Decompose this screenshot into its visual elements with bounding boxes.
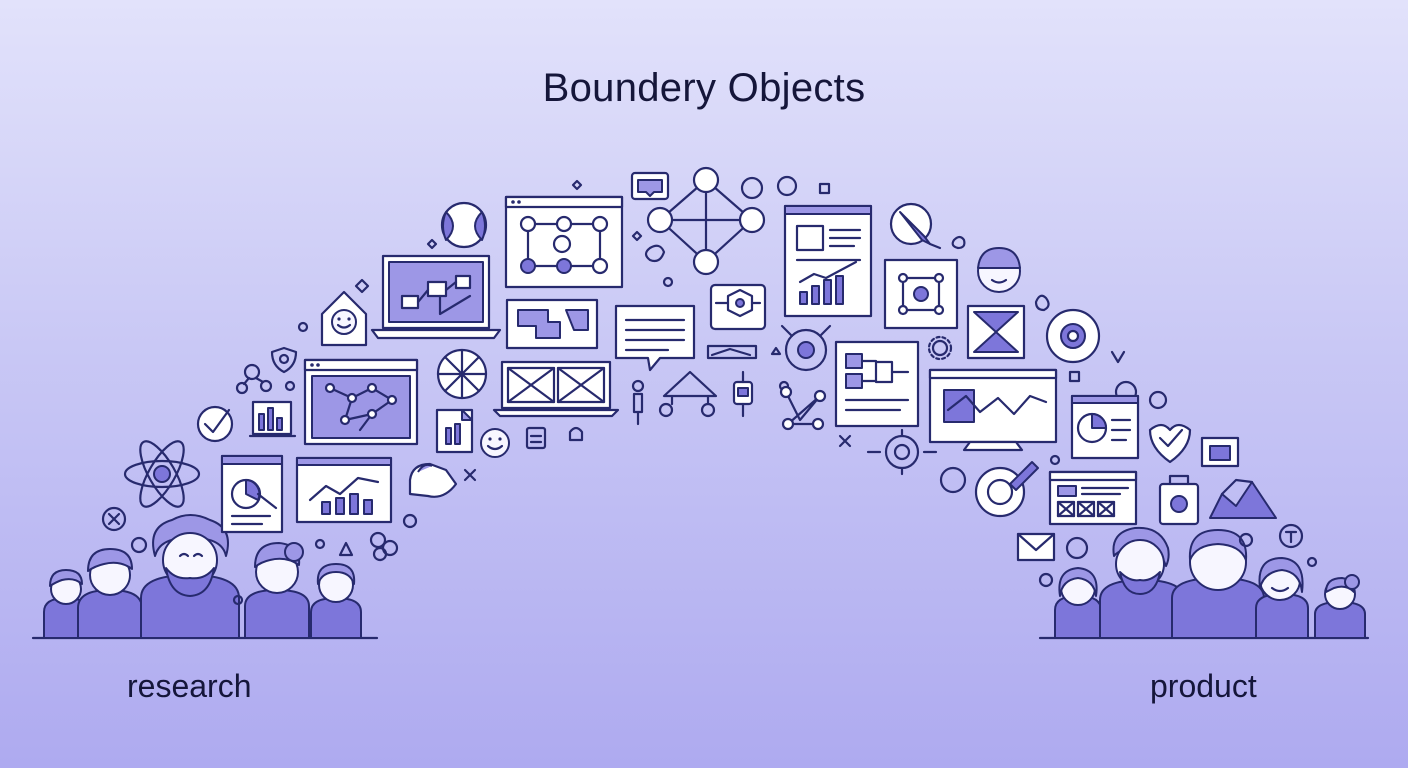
- heart-icon: [1148, 390, 1168, 410]
- bag-icon: [568, 426, 584, 442]
- person-icon: [1255, 557, 1309, 639]
- sparkle-icon: [631, 230, 643, 242]
- flask-icon: [338, 541, 354, 557]
- hourglass-icon: [966, 304, 1026, 360]
- network-graph-icon: [644, 166, 798, 276]
- research-people-group: [31, 514, 379, 640]
- chart-document-icon: [435, 408, 474, 454]
- dot-icon: [1049, 454, 1061, 466]
- node-graph-icon: [779, 385, 827, 431]
- compass-icon: [889, 202, 942, 250]
- growth-chart-icon: [295, 456, 393, 524]
- crosshair-icon: [866, 428, 938, 476]
- sparkle-icon: [770, 346, 782, 356]
- wireframe-browser-icon: [1048, 470, 1138, 526]
- dot-icon: [402, 513, 418, 529]
- gear-icon: [927, 335, 953, 361]
- message-document-icon: [614, 304, 696, 372]
- person-icon: [1314, 574, 1366, 639]
- dot-icon: [297, 321, 309, 333]
- dot-icon: [662, 276, 674, 288]
- shield-icon: [270, 346, 298, 374]
- shield-check-icon: [1148, 423, 1192, 464]
- product-people-group: [1038, 526, 1370, 640]
- person-icon: [1099, 526, 1185, 639]
- framed-node-icon: [883, 258, 959, 330]
- helmet-face-icon: [977, 247, 1021, 293]
- boundary-objects-arch: [101, 166, 1318, 606]
- flow-document-icon: [834, 340, 920, 428]
- sparkle-icon: [426, 238, 438, 250]
- target-pen-icon: [974, 461, 1039, 518]
- dot-icon: [232, 594, 244, 606]
- puzzle-icon: [505, 298, 599, 350]
- mask-icon: [939, 466, 967, 494]
- molecule-icon: [709, 283, 767, 331]
- browser-network-icon: [303, 358, 419, 446]
- sparkline-card-icon: [706, 344, 758, 360]
- dot-icon: [284, 380, 296, 392]
- monitor-chart-icon: [928, 368, 1058, 452]
- product-label: product: [1150, 668, 1257, 704]
- close-circle-icon: [101, 506, 127, 532]
- person-figure-icon: [631, 379, 645, 426]
- sparkle-icon: [354, 278, 370, 294]
- network-icon: [235, 363, 273, 395]
- home-smile-icon: [320, 290, 368, 347]
- report-chart-icon: [783, 204, 873, 318]
- hand-icon: [1034, 294, 1050, 312]
- person-icon: [1054, 567, 1102, 639]
- creature-icon: [408, 462, 458, 498]
- square-icon: [818, 182, 831, 195]
- shield-icon: [1065, 536, 1089, 560]
- cluster-icon: [369, 531, 399, 562]
- device-icon: [525, 426, 547, 450]
- settings-document-icon: [1070, 394, 1140, 460]
- envelope-icon: [1016, 532, 1056, 562]
- laptop-flowchart-icon: [370, 254, 502, 340]
- diagram-title: Boundery Objects: [542, 66, 866, 110]
- dot-icon: [1238, 532, 1254, 548]
- close-icon: [838, 434, 852, 448]
- globe-icon: [440, 201, 488, 249]
- person-icon: [140, 514, 240, 639]
- check-circle-icon: [196, 405, 234, 443]
- frame-icon: [1200, 436, 1240, 468]
- tree-diagram-icon: [658, 370, 718, 418]
- hand-icon: [1110, 350, 1126, 364]
- mountain-chart-icon: [1209, 478, 1277, 519]
- atom-icon: [123, 440, 201, 508]
- radar-icon: [1045, 308, 1101, 364]
- laptop-wireframe-icon: [492, 360, 620, 418]
- dot-icon: [1306, 556, 1318, 568]
- target-icon: [780, 324, 832, 372]
- plug-icon: [732, 370, 754, 418]
- square-icon: [1068, 370, 1081, 383]
- browser-diagram-icon: [504, 195, 624, 289]
- dot-icon: [1038, 572, 1054, 588]
- research-label: research: [127, 668, 252, 704]
- hand-icon: [951, 235, 966, 250]
- sparkle-icon: [463, 468, 477, 482]
- smiley-icon: [480, 428, 510, 458]
- sparkle-icon: [571, 179, 583, 191]
- dot-icon: [314, 538, 326, 550]
- person-icon: [1171, 529, 1265, 639]
- person-icon: [310, 563, 362, 639]
- radial-wheel-icon: [436, 348, 488, 400]
- report-document-icon: [220, 454, 284, 534]
- person-icon: [77, 548, 143, 639]
- currency-icon: [1278, 523, 1304, 549]
- person-icon: [244, 542, 310, 639]
- chat-bubble-icon: [630, 171, 670, 201]
- briefcase-icon: [1158, 474, 1200, 526]
- bar-chart-icon: [248, 400, 297, 438]
- dot-icon: [130, 536, 148, 554]
